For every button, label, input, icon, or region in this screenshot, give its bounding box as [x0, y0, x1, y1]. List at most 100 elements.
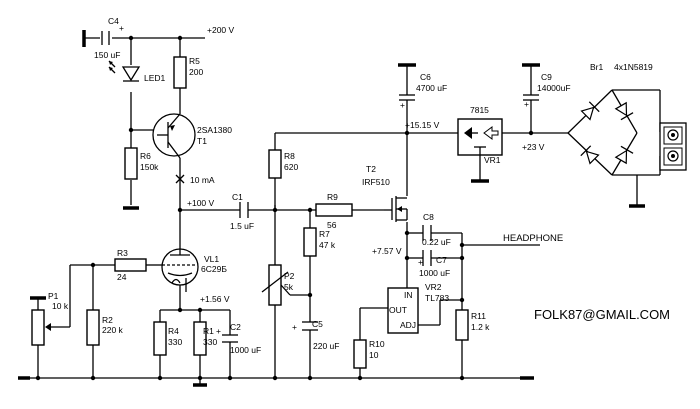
plus-sign-c6: + [400, 100, 405, 110]
plus-sign-c9: + [524, 99, 529, 109]
label-r6: R6 [140, 151, 151, 161]
label-p1: P1 [48, 291, 59, 301]
resistor-r3 [114, 258, 147, 272]
label-c7: C7 [436, 255, 447, 265]
capacitor-c8 [422, 225, 432, 241]
label-c8: C8 [423, 212, 434, 222]
capacitor-c5 [302, 321, 318, 331]
author-email: FOLK87@GMAIL.COM [534, 307, 670, 322]
label-current: 10 mA [190, 175, 215, 185]
label-t1-part: 2SA1380 [197, 125, 232, 135]
label-r8-value: 620 [284, 162, 298, 172]
transistor-t1-icon [152, 113, 196, 159]
resistor-r10 [353, 339, 367, 369]
label-supply-156: +1.56 V [200, 294, 230, 304]
label-c2: C2 [230, 322, 241, 332]
label-c9-value: 14000uF [537, 83, 571, 93]
label-r8: R8 [284, 151, 295, 161]
label-c8-value: 0.22 uF [422, 237, 451, 247]
label-p2: P2 [284, 271, 295, 281]
resistor-r9 [315, 203, 353, 217]
plus-sign-c2: + [216, 326, 221, 336]
label-vr2: VR2 [425, 282, 442, 292]
label-c7-value: 1000 uF [419, 268, 450, 278]
label-supply-757: +7.57 V [372, 246, 402, 256]
label-r3: R3 [117, 248, 128, 258]
plus-sign-c5: + [292, 322, 297, 332]
label-c5-value: 220 uF [313, 341, 339, 351]
label-br1: Br1 [590, 62, 604, 72]
label-t2-part: IRF510 [362, 177, 390, 187]
label-supply-100: +100 V [187, 198, 215, 208]
label-7815: 7815 [470, 105, 489, 115]
bridge-rectifier-icon [580, 101, 634, 165]
label-r11: R11 [471, 311, 486, 321]
component-labels: C4 + 150 uF +200 V LED1 R5 200 2SA1380 T… [48, 16, 653, 360]
label-vr1: VR1 [484, 155, 501, 165]
resistor-r2 [86, 309, 100, 346]
resistor-r8 [268, 149, 282, 179]
capacitor-c2 [222, 334, 238, 343]
mosfet-t2-icon [384, 196, 408, 222]
regulator-vr1 [457, 118, 503, 156]
label-supply-200: +200 V [207, 25, 235, 35]
label-r10: R10 [369, 339, 385, 349]
pin-out: OUT [389, 305, 407, 315]
label-c1: C1 [232, 192, 243, 202]
label-r4: R4 [168, 326, 179, 336]
label-br-part: 4x1N5819 [614, 62, 653, 72]
label-r9: R9 [327, 192, 338, 202]
label-c6-value: 4700 uF [416, 83, 447, 93]
resistor-r6 [124, 147, 138, 180]
label-r5: R5 [189, 56, 200, 66]
current-marker-icon [175, 174, 185, 184]
label-p2-value: 5k [284, 282, 294, 292]
plus-sign: + [119, 23, 124, 33]
label-r1-value: 330 [203, 337, 217, 347]
label-c2-value: 1000 uF [230, 345, 261, 355]
label-led1: LED1 [144, 73, 166, 83]
potentiometer-p2 [261, 264, 291, 306]
label-r5-value: 200 [189, 67, 203, 77]
resistor-r1 [193, 321, 207, 356]
regulator-vr2 [387, 287, 419, 334]
resistor-r5 [173, 56, 187, 89]
label-r2: R2 [102, 315, 113, 325]
label-r6-value: 150k [140, 162, 159, 172]
label-vr2-part: TL783 [425, 293, 449, 303]
label-r4-value: 330 [168, 337, 182, 347]
label-r7-value: 47 k [319, 240, 336, 250]
label-t2: T2 [366, 164, 376, 174]
label-vl1-part: 6C29Б [201, 264, 227, 274]
capacitor-c6 [399, 94, 415, 101]
label-c6: C6 [420, 72, 431, 82]
label-c1-value: 1.5 uF [230, 221, 254, 231]
resistor-r11 [455, 309, 469, 341]
pin-in: IN [404, 290, 413, 300]
ground-symbols [18, 30, 645, 387]
label-r1: R1 [203, 326, 214, 336]
label-r9-value: 56 [327, 220, 337, 230]
capacitor-c1 [239, 202, 249, 218]
label-r11-value: 1.2 k [471, 322, 490, 332]
ac-connector-icon [659, 122, 687, 171]
label-c9: C9 [541, 72, 552, 82]
label-supply-23: +23 V [522, 142, 545, 152]
plus-sign-c7: + [418, 257, 423, 267]
label-p1-value: 10 k [52, 301, 69, 311]
pin-adj: ADJ [400, 320, 416, 330]
resistor-r4 [153, 321, 167, 356]
label-c5: C5 [312, 319, 323, 329]
junction-dots [35, 35, 534, 381]
potentiometer-p1 [31, 309, 51, 346]
label-c4: C4 [108, 16, 119, 26]
label-r2-value: 220 k [102, 325, 124, 335]
label-supply-1515: +15.15 V [405, 120, 440, 130]
capacitor-c7 [422, 250, 432, 266]
capacitor-c4 [100, 30, 112, 46]
resistor-r7 [303, 227, 317, 257]
label-headphone: HEADPHONE [503, 233, 563, 244]
led-icon [108, 60, 141, 82]
label-r7: R7 [319, 229, 330, 239]
